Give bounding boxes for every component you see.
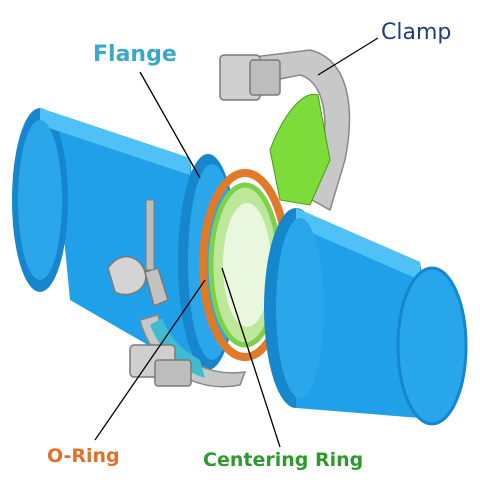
clamp — [219, 49, 351, 212]
clamp-lower-half — [129, 314, 247, 388]
flange-label: Flange — [93, 42, 177, 67]
leader-centering-ring — [221, 267, 281, 448]
right-pipe — [264, 208, 468, 426]
o-ring-label: O-Ring — [47, 445, 120, 467]
leader-flange — [139, 71, 201, 179]
centering-ring-label: Centering Ring — [203, 449, 364, 471]
leader-o-ring — [94, 279, 206, 441]
clamp-label: Clamp — [381, 20, 452, 45]
leader-lines — [94, 37, 379, 448]
leader-clamp — [317, 37, 379, 76]
wing-nut — [107, 199, 169, 308]
left-pipe — [12, 108, 212, 382]
